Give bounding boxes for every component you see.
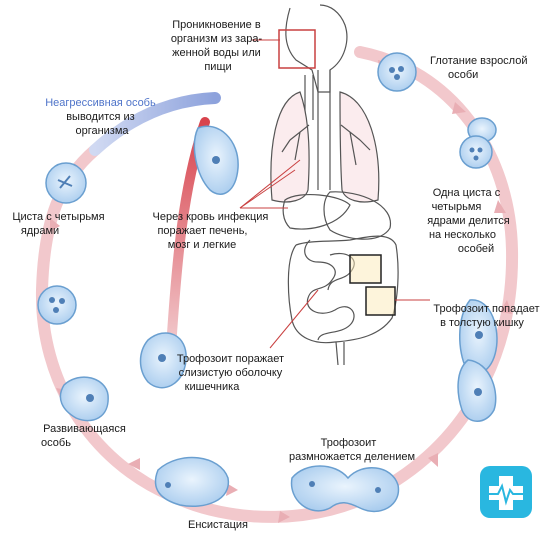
arrowhead-7	[278, 511, 290, 523]
intestine-highlight-box-2	[365, 286, 396, 316]
cell-trophozoite-colon-2	[457, 359, 497, 422]
lung-right	[339, 91, 380, 203]
arrowhead-3	[494, 200, 506, 213]
esophagus	[317, 70, 331, 190]
leader-mucosa	[269, 289, 319, 349]
cell-blood-trophozoite	[193, 125, 239, 195]
parasite-cells	[37, 52, 498, 513]
cycle-arc-right	[354, 46, 519, 496]
label-encystation: Енсистация	[188, 519, 248, 531]
arrowhead-6	[428, 453, 438, 467]
trachea	[304, 75, 314, 120]
lung-left	[270, 91, 310, 203]
medical-cross-pulse-icon	[480, 466, 532, 518]
label-cyst-four: Циста с четырьмя ядрами	[12, 211, 107, 237]
label-swallow: Глотание взрослой особи	[430, 55, 531, 81]
arrowhead-4	[500, 300, 512, 314]
rectum	[335, 341, 345, 366]
label-trophozoite-divides: Трофозоит размножается делением	[289, 437, 415, 463]
arrowhead-12	[50, 218, 60, 232]
label-penetration: Проникновение в организм из зара- женной…	[171, 19, 265, 73]
small-intestine	[304, 239, 355, 341]
arrowhead-9	[128, 458, 140, 470]
label-trophozoite-colon: Трофозоит попадает в толстую кишку	[433, 303, 542, 329]
human-digestive-system	[270, 4, 399, 366]
arrowhead-2	[452, 102, 466, 114]
label-blood: Через кровь инфекция поражает печень, мо…	[153, 211, 272, 251]
lung-branches	[281, 124, 371, 166]
cell-developing	[59, 376, 109, 422]
highlight-boxes	[278, 29, 396, 316]
leader-blood-1	[239, 169, 296, 209]
leader-blood-3	[239, 159, 301, 209]
cell-dividing-trophozoite	[290, 465, 400, 513]
label-nonaggressive: Неагрессивная особь выводится из организ…	[45, 97, 159, 137]
cycle-arc-blue	[89, 92, 221, 156]
cell-dividing-cyst	[459, 117, 497, 169]
cell-mucosa-trophozoite	[139, 332, 187, 389]
label-trophozoite-mucosa: Трофозоит поражает слизистую оболочку ки…	[177, 353, 287, 393]
arrowhead-8	[226, 484, 238, 496]
stomach	[323, 191, 391, 240]
labels: Проникновение в организм из зара- женной…	[12, 19, 542, 531]
large-intestine	[287, 235, 399, 344]
intestine-highlight-box-1	[349, 254, 382, 284]
cell-encystation	[154, 456, 229, 507]
cell-nonaggressive-cyst	[45, 162, 87, 204]
mouth-highlight-box	[278, 29, 316, 69]
cell-four-nuclei-cyst	[37, 285, 77, 325]
label-developing: Развивающаяся особь	[41, 423, 129, 449]
label-cyst-divides: Одна циста с четырьмя ядрами делится на …	[427, 187, 513, 255]
leader-lines	[239, 39, 430, 349]
head-outline	[285, 4, 348, 93]
cell-swallowed-cyst	[377, 52, 417, 92]
